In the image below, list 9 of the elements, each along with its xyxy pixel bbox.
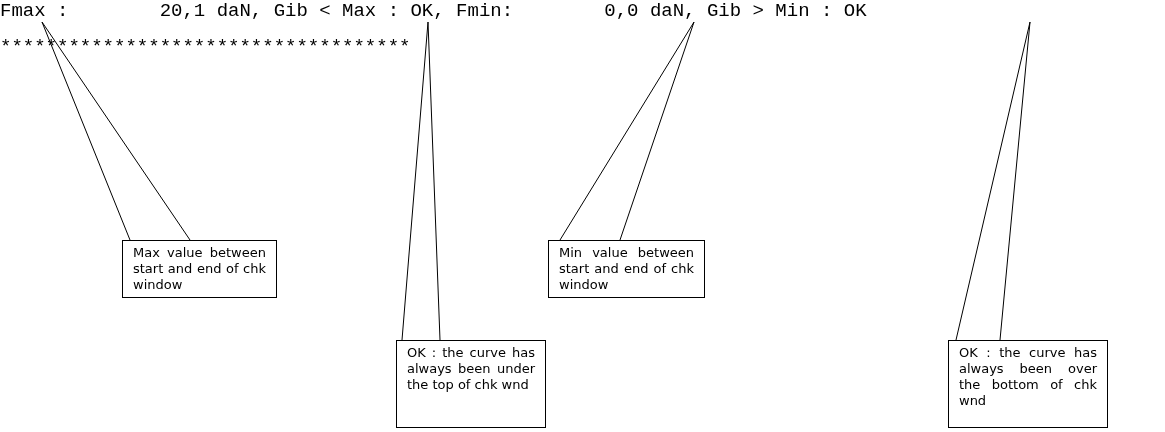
callout-box: Min value between start and end of chk window bbox=[548, 240, 705, 298]
callout-box: OK : the curve has always been under the top of chk wnd bbox=[396, 340, 546, 428]
leader-line bbox=[559, 21, 695, 241]
measurement-result-line: Fmax : 20,1 daN, Gib < Max : OK, Fmin: 0,0 daN, Gib > Min : OK bbox=[0, 0, 867, 22]
leader-line bbox=[955, 21, 1031, 341]
leader-line bbox=[401, 21, 441, 341]
callout-box: Max value between start and end of chk window bbox=[122, 240, 277, 298]
callout-box: OK : the curve has always been over the bottom of chk wnd bbox=[948, 340, 1108, 428]
leader-line bbox=[41, 21, 191, 241]
